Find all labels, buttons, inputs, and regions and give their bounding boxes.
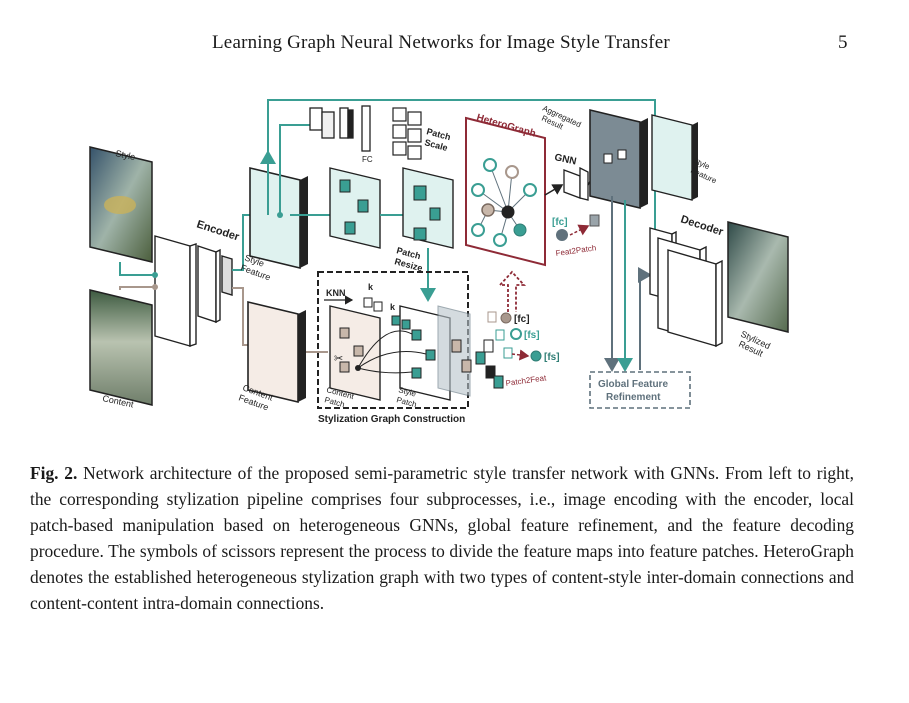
encoder-to-content-line — [232, 287, 250, 346]
feat2patch-label: Feat2Patch — [555, 243, 597, 258]
content-image — [89, 289, 153, 406]
fc-output-label: [fc] — [514, 314, 530, 325]
decoder-block — [649, 227, 723, 348]
output-patch — [487, 311, 497, 323]
encoder-label: Encoder — [195, 218, 241, 243]
graph-nodes-stack — [451, 339, 504, 389]
fc-block — [309, 105, 371, 152]
knn-label: KNN — [326, 288, 346, 298]
output-patch — [495, 329, 505, 341]
patch2feat-label: Patch2Feat — [505, 373, 548, 388]
feat2patch-patch — [589, 214, 600, 227]
fc-symbol: [fc] — [552, 217, 568, 228]
architecture-figure: Style Content Encoder Style Feature Cont… — [89, 99, 789, 425]
output-patch — [503, 347, 513, 359]
gnn-label: GNN — [553, 152, 577, 167]
encoder-block — [154, 235, 233, 347]
sgc-label: Stylization Graph Construction — [318, 414, 465, 425]
fc-node — [556, 229, 568, 241]
figure-caption: Fig. 2. Network architecture of the prop… — [30, 460, 854, 616]
style-image — [89, 146, 153, 263]
caption-text: Network architecture of the proposed sem… — [30, 463, 854, 613]
content-feature-map — [247, 300, 306, 404]
feat2patch-arrow — [569, 224, 590, 236]
content-patch-map — [329, 305, 381, 401]
stylized-result-image — [727, 221, 789, 333]
global-refinement-label: Global Feature — [598, 379, 668, 390]
decoder-label: Decoder — [679, 213, 725, 238]
style-patch-grid — [329, 167, 381, 249]
global-refinement-label: Refinement — [606, 392, 661, 403]
aggregated-result-map — [589, 108, 698, 210]
fs-output-node — [510, 328, 522, 340]
running-title: Learning Graph Neural Networks for Image… — [212, 32, 670, 53]
knn-small-patches — [363, 297, 411, 330]
encoder-to-style-line — [232, 214, 250, 271]
patch2feat-arrow — [511, 349, 530, 361]
connector-dot — [152, 272, 158, 278]
gnn-block — [563, 166, 589, 201]
heterograph-panel — [465, 116, 546, 267]
knn-edges — [357, 330, 427, 374]
up-feedback-arrow — [497, 270, 527, 312]
style-image-label: Style — [115, 148, 137, 162]
fs-output-label: [fs] — [524, 330, 540, 341]
fs-output-node — [530, 350, 542, 362]
k-label: k — [390, 302, 396, 312]
graph-to-gnn-arrow — [544, 184, 564, 196]
connector-dot — [277, 212, 283, 218]
resized-patch-grid — [402, 167, 454, 249]
fc-output-node — [500, 312, 512, 324]
fs-output-label: [fs] — [544, 352, 560, 363]
global-refinement-box — [589, 371, 691, 409]
refine-to-decoder-line — [638, 267, 652, 370]
k-label: k — [368, 282, 374, 292]
caption-label: Fig. 2. — [30, 463, 78, 483]
fc-label: FC — [362, 155, 373, 164]
page-number: 5 — [838, 32, 848, 53]
patch-scale-icons — [392, 107, 422, 160]
connector-dot — [152, 284, 158, 290]
style-to-encoder-line — [119, 262, 155, 276]
style-feature-map — [249, 166, 308, 270]
style-to-fc-line — [279, 124, 310, 215]
scissors-icon: ✂ — [334, 352, 343, 365]
content-to-encoder-line — [119, 286, 155, 290]
